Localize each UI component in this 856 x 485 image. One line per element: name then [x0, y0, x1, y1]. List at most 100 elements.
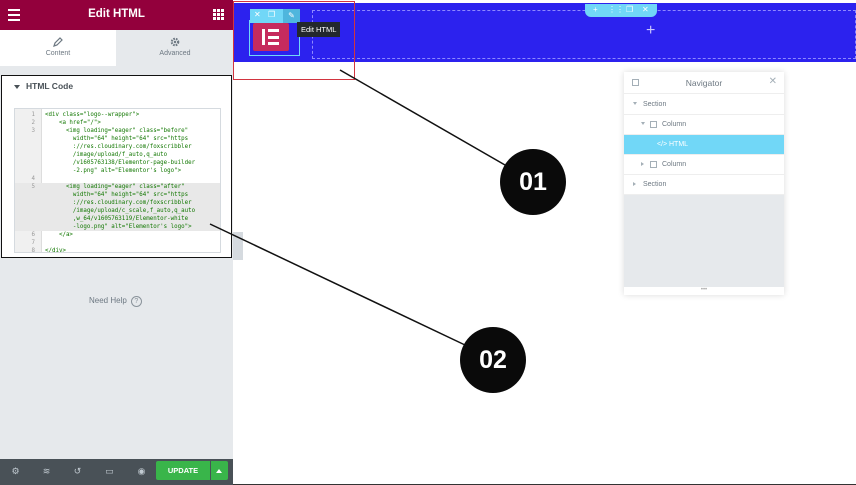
annotation-badge-01: 01 — [500, 149, 566, 215]
duplicate-widget-icon[interactable]: ❐ — [268, 10, 276, 19]
responsive-icon[interactable]: ▭ — [105, 466, 114, 476]
code-line: 2 <a href="/"> — [15, 119, 220, 127]
navigator-item-label: Column — [662, 121, 687, 128]
code-text: ://res.cloudinary.com/foxscribbler — [45, 144, 192, 150]
code-text: ,w_64/v1605763119/Elementor-white — [45, 216, 189, 222]
add-widget-plus-icon[interactable]: + — [646, 22, 656, 39]
code-line: 5 <img loading="eager" class="after" — [15, 183, 220, 191]
code-line: -2.png" alt="Elementor's logo"> — [15, 167, 220, 175]
code-icon: </> — [657, 141, 668, 148]
code-line: ://res.cloudinary.com/foxscribbler — [15, 199, 220, 207]
layers-icon[interactable]: ≋ — [42, 466, 51, 476]
pencil-icon — [53, 37, 63, 47]
code-line: /v1605763138/Elementor-page-builder — [15, 159, 220, 167]
line-number: 1 — [31, 112, 36, 118]
code-text: <div class="logo--wrapper"> — [45, 112, 140, 118]
panel-header: Edit HTML — [0, 0, 233, 30]
active-line-highlight — [15, 215, 220, 223]
settings-icon[interactable]: ⚙ — [11, 466, 20, 476]
line-number: 4 — [31, 176, 36, 182]
navigator-empty-area — [624, 195, 784, 287]
panel-tabs: Content Advanced — [0, 30, 233, 66]
close-icon[interactable]: ✕ — [642, 5, 649, 14]
line-number: 5 — [31, 184, 36, 190]
delete-widget-icon[interactable]: ✕ — [254, 10, 261, 19]
navigator-item-section[interactable]: Section — [624, 175, 784, 195]
active-line-highlight — [15, 183, 220, 191]
edit-html-tooltip: Edit HTML — [297, 22, 341, 37]
code-line: width="64" height="64" src="https — [15, 135, 220, 143]
code-text: <img loading="eager" class="after" — [45, 184, 185, 190]
preview-eye-icon[interactable]: ◉ — [137, 466, 146, 476]
panel-title: Edit HTML — [88, 8, 145, 20]
code-text: /v1605763138/Elementor-page-builder — [45, 160, 196, 166]
annotation-badge-02: 02 — [460, 327, 526, 393]
code-line: 1 <div class="logo--wrapper"> — [15, 111, 220, 119]
navigator-collapse-icon[interactable] — [632, 79, 639, 86]
elementor-logo-image — [253, 23, 289, 51]
code-text: <a href="/"> — [45, 120, 101, 126]
active-line-highlight — [15, 199, 220, 207]
code-line: 6 </a> — [15, 231, 220, 239]
update-button[interactable]: UPDATE — [156, 461, 210, 480]
code-line: 4 — [15, 175, 220, 183]
html-code-editor[interactable]: 1 <div class="logo--wrapper">2 <a href="/… — [14, 108, 221, 253]
code-text: </div> — [45, 248, 66, 253]
navigator-item-column[interactable]: Column — [624, 115, 784, 135]
code-text: width="64" height="64" src="https — [45, 192, 189, 198]
navigator-item-html[interactable]: </>HTML — [624, 135, 784, 155]
duplicate-icon[interactable]: ❐ — [626, 5, 634, 14]
navigator-title: Navigator — [685, 78, 723, 88]
code-line: -logo.png" alt="Elementor's logo"> — [15, 223, 220, 231]
tab-content[interactable]: Content — [0, 30, 116, 66]
html-code-section: HTML Code 1 <div class="logo--wrapper">2 … — [1, 75, 232, 258]
navigator-item-column[interactable]: Column — [624, 155, 784, 175]
caret-down-icon[interactable] — [641, 122, 645, 125]
code-line: /image/upload/c_scale,f_auto,q_auto — [15, 207, 220, 215]
navigator-item-section[interactable]: Section — [624, 95, 784, 115]
line-number: 6 — [31, 232, 36, 238]
drag-handle-icon[interactable]: ⋮⋮ — [608, 5, 624, 14]
navigator-header[interactable]: Navigator ✕ — [624, 72, 784, 94]
code-text: <img loading="eager" class="before" — [45, 128, 189, 134]
empty-column-dropzone[interactable] — [312, 10, 856, 59]
widget-toolbar: ✕ ❐ ✎ — [250, 9, 300, 23]
code-line: 8 </div> — [15, 247, 220, 253]
question-icon: ? — [130, 296, 142, 307]
code-text: width="64" height="64" src="https — [45, 136, 189, 142]
update-options-chevron-icon[interactable] — [211, 461, 228, 480]
navigator-close-icon[interactable]: ✕ — [768, 76, 777, 87]
need-help-label: Need Help — [89, 296, 127, 305]
caret-down-icon[interactable] — [633, 102, 637, 105]
section-title: HTML Code — [26, 81, 74, 91]
caret-right-icon[interactable] — [633, 182, 636, 186]
section-toolbar: + ⋮⋮ ❐ ✕ — [585, 4, 657, 17]
line-number: 8 — [31, 248, 36, 253]
active-line-highlight — [15, 223, 220, 231]
panel-collapse-handle[interactable] — [233, 232, 243, 260]
edit-pencil-icon[interactable]: ✎ — [283, 9, 300, 23]
tab-advanced[interactable]: Advanced — [117, 30, 233, 66]
add-section-icon[interactable]: + — [593, 5, 598, 14]
tab-advanced-label: Advanced — [159, 50, 191, 57]
navigator-resize-handle[interactable]: ••• — [700, 287, 708, 293]
active-line-highlight — [15, 207, 220, 215]
section-header[interactable]: HTML Code — [14, 81, 73, 91]
hamburger-menu-icon[interactable] — [8, 9, 20, 21]
gear-icon — [170, 37, 180, 47]
code-text: ://res.cloudinary.com/foxscribbler — [45, 200, 192, 206]
navigator-item-label: Section — [643, 101, 667, 108]
caret-right-icon[interactable] — [641, 162, 644, 166]
caret-down-icon — [14, 84, 20, 89]
history-icon[interactable]: ↺ — [73, 466, 82, 476]
line-number: 3 — [31, 128, 36, 134]
navigator-item-label: HTML — [669, 141, 689, 148]
column-icon — [650, 121, 657, 128]
need-help-link[interactable]: Need Help? — [89, 296, 142, 307]
widgets-grid-icon[interactable] — [213, 9, 224, 20]
code-text: /image/upload/f_auto,q_auto — [45, 152, 168, 158]
code-line: ://res.cloudinary.com/foxscribbler — [15, 143, 220, 151]
code-text: /image/upload/c_scale,f_auto,q_auto — [45, 208, 196, 214]
